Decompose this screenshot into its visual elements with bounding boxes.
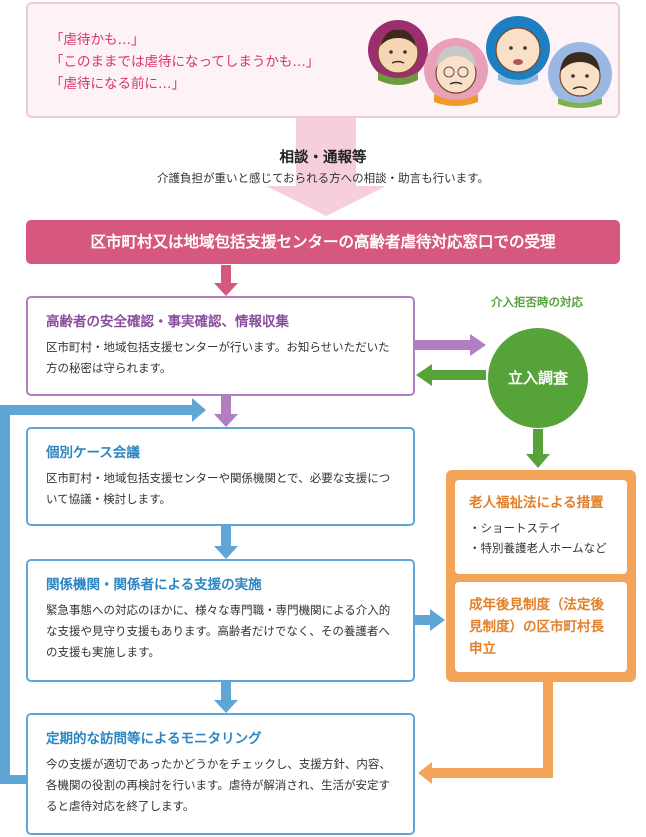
step-title: 高齢者の安全確認・事実確認、情報収集 xyxy=(46,314,289,330)
measures-title: 老人福祉法による措置 xyxy=(469,495,604,511)
bald-elderly-man-face xyxy=(486,16,550,85)
step-title: 関係機関・関係者による支援の実施 xyxy=(46,577,262,593)
monitoring-box: 定期的な訪問等によるモニタリング 今の支援が適切であったかどうかをチェックし、支… xyxy=(26,713,415,835)
welfare-measures-box: 老人福祉法による措置 ・ショートステイ ・特別養護老人ホームなど xyxy=(455,480,627,574)
elderly-people-illustration xyxy=(368,16,612,108)
step-text: 今の支援が適切であったかどうかをチェックし、支援方針、内容、各機関の役割の再検討… xyxy=(46,757,391,813)
step-text: 区市町村・地域包括支援センターや関係機関とで、必要な支援について協議・検討します… xyxy=(46,471,391,506)
step-text: 区市町村・地域包括支援センターが行います。お知らせいただいた方の秘密は守られます… xyxy=(46,340,390,375)
worried-man-face xyxy=(368,20,428,85)
measures-item: ・特別養護老人ホームなど xyxy=(469,541,607,555)
case-meeting-box: 個別ケース会議 区市町村・地域包括支援センターや関係機関とで、必要な支援について… xyxy=(26,427,415,526)
arrow-orange-to-monitoring xyxy=(418,682,553,784)
arrow-support-to-orange xyxy=(415,609,445,631)
support-implementation-box: 関係機関・関係者による支援の実施 緊急事態への対応のほかに、様々な専門職・専門機… xyxy=(26,559,415,682)
consultation-title: 相談・通報等 xyxy=(279,150,367,166)
concern-quote: 「虐待になる前に…」 xyxy=(50,76,185,92)
step-title: 個別ケース会議 xyxy=(46,445,140,461)
intervention-refusal-label: 介入拒否時の対応 xyxy=(491,295,583,309)
arrow-case-to-support xyxy=(214,526,238,559)
step-text: 緊急事態への対応のほかに、様々な専門職・専門機関による介入的な支援や見守り支援も… xyxy=(46,603,391,659)
consultation-subtitle: 介護負担が重いと感じておられる方への相談・助言も行います。 xyxy=(156,171,489,185)
elderly-woman-face xyxy=(424,38,488,106)
consult-arrow xyxy=(266,118,386,216)
guardianship-title: 成年後見制度（法定後見制度）の区市町村長申立 xyxy=(469,597,604,657)
arrow-support-to-monitoring xyxy=(214,682,238,713)
arrow-safety-to-case xyxy=(214,396,238,427)
on-site-inspection-circle: 立入調査 xyxy=(488,328,588,428)
guardianship-box: 成年後見制度（法定後見制度）の区市町村長申立 xyxy=(455,582,627,672)
concern-box: 「虐待かも…」 「このままでは虐待になってしまうかも…」 「虐待になる前に…」 xyxy=(26,2,620,118)
reception-banner: 区市町村又は地域包括支援センターの高齢者虐待対応窓口での受理 xyxy=(26,220,620,264)
concern-quote: 「このままでは虐待になってしまうかも…」 xyxy=(50,54,320,70)
safety-check-box: 高齢者の安全確認・事実確認、情報収集 区市町村・地域包括支援センターが行います。… xyxy=(26,296,415,396)
measures-panel: 老人福祉法による措置 ・ショートステイ ・特別養護老人ホームなど 成年後見制度（… xyxy=(446,470,636,682)
arrow-safety-to-inspection xyxy=(415,334,486,356)
arrow-reception-to-safety xyxy=(214,265,238,296)
step-title: 定期的な訪問等によるモニタリング xyxy=(46,731,262,747)
sad-man-face xyxy=(548,42,612,108)
arrow-inspection-to-safety xyxy=(416,364,486,386)
arrow-inspection-to-measures xyxy=(526,429,550,468)
concern-quote: 「虐待かも…」 xyxy=(50,32,145,48)
measures-item: ・ショートステイ xyxy=(469,521,561,535)
